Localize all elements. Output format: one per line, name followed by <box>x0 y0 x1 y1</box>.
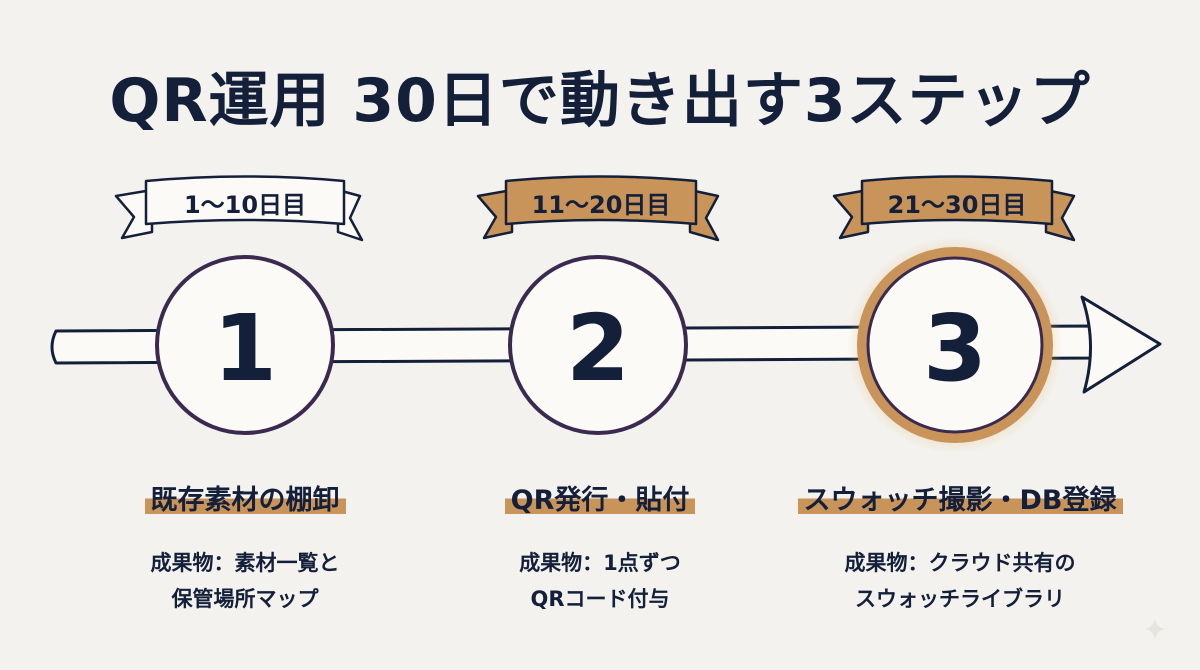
timeline-arrow-head <box>1080 295 1162 394</box>
step3-deliverable: 成果物：クラウド共有の スウォッチライブラリ <box>800 545 1120 617</box>
step3-deliverable-line2: スウォッチライブラリ <box>855 587 1065 611</box>
step3-ribbon <box>832 175 1076 242</box>
step3-number: 3 <box>923 295 987 402</box>
step1-ribbon <box>114 175 364 242</box>
step1-number: 1 <box>213 295 277 402</box>
page-title: QR運用 30日で動き出す3ステップ <box>109 66 1091 136</box>
step1-title: 既存素材の棚卸 <box>85 478 405 517</box>
step3-deliverable-line1: 成果物：クラウド共有の <box>844 551 1076 575</box>
step2-deliverable: 成果物：1点ずつ QRコード付与 <box>450 545 750 617</box>
step1-period: 1〜10日目 <box>184 191 306 219</box>
step1-deliverable: 成果物：素材一覧と 保管場所マップ <box>95 545 395 617</box>
sparkle-icon <box>1144 618 1166 640</box>
step1-circle <box>155 255 335 435</box>
step3-period: 21〜30日目 <box>888 191 1027 219</box>
step3-circle <box>866 256 1044 434</box>
step1-title-text: 既存素材の棚卸 <box>144 478 346 517</box>
step2-deliverable-line2: QRコード付与 <box>530 587 670 611</box>
step1-deliverable-line1: 成果物：素材一覧と <box>150 551 340 575</box>
step2-title-text: QR発行・貼付 <box>504 478 696 517</box>
step2-ribbon <box>476 175 720 242</box>
step3-circle-gold-ring <box>857 247 1053 443</box>
step2-title: QR発行・貼付 <box>440 478 760 517</box>
step2-number: 2 <box>566 295 630 402</box>
step2-period: 11〜20日目 <box>532 191 671 219</box>
step3-title-text: スウォッチ撮影・DB登録 <box>797 478 1123 517</box>
step3-title: スウォッチ撮影・DB登録 <box>770 478 1150 517</box>
step2-deliverable-line1: 成果物：1点ずつ <box>519 551 681 575</box>
step1-deliverable-line2: 保管場所マップ <box>171 587 319 611</box>
step2-circle <box>508 255 688 435</box>
